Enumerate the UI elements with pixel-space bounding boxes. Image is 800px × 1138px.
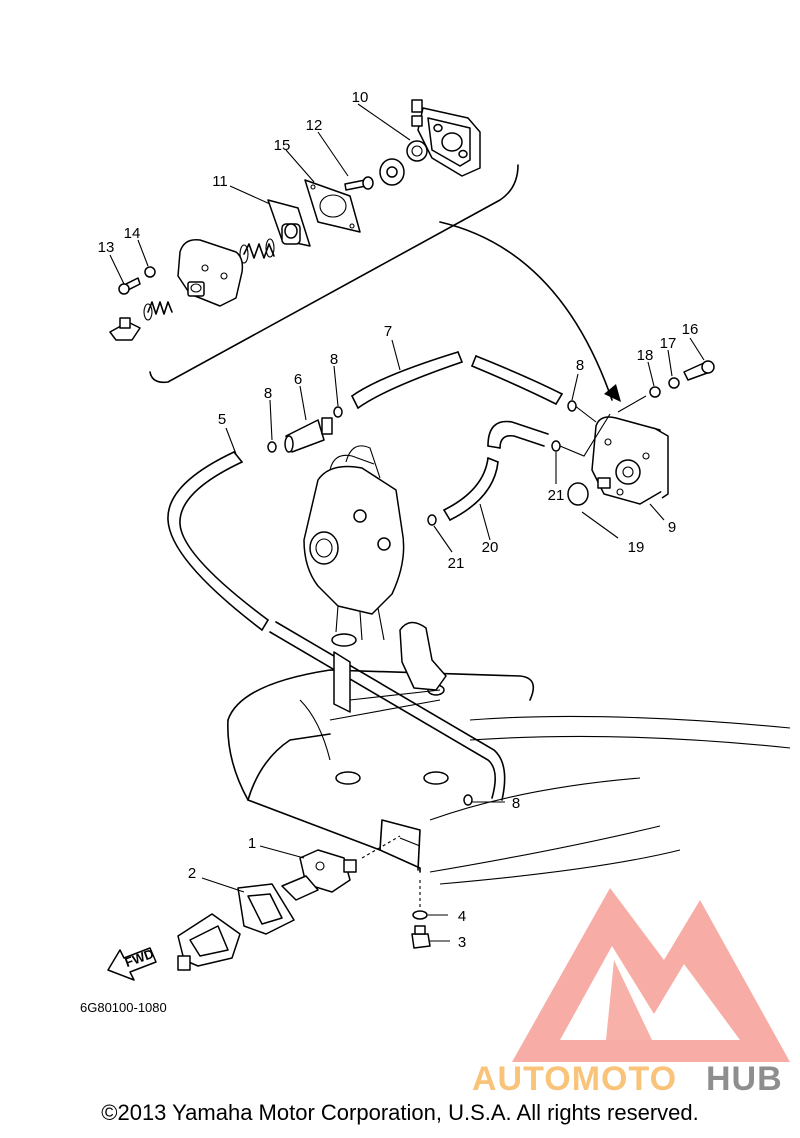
watermark-word-automoto: AUTOMOTO [472, 1060, 677, 1098]
label-19: 19 [628, 539, 645, 556]
label-17: 17 [660, 335, 677, 352]
label-21b: 21 [548, 487, 565, 504]
gasket-2 [237, 883, 295, 935]
automotohub-watermark-logo: AUTOMOTO HUB [472, 888, 790, 1098]
arrow-head-icon [604, 384, 621, 402]
bolt-13 [118, 277, 141, 295]
exploded-view-border [149, 164, 519, 384]
label-8c: 8 [576, 357, 584, 374]
watermark-triangle [512, 888, 790, 1062]
spring-upper [239, 238, 275, 264]
fuel-filter-6 [284, 417, 333, 453]
carburetor [303, 445, 405, 641]
label-5: 5 [218, 411, 226, 428]
valve-disk [379, 158, 405, 186]
gasket-15 [304, 179, 361, 233]
o-ring-10 [406, 140, 428, 162]
label-9: 9 [668, 519, 676, 536]
label-8a: 8 [264, 385, 272, 402]
label-20: 20 [482, 539, 499, 556]
label-3: 3 [458, 934, 466, 951]
label-11: 11 [212, 173, 228, 190]
fwd-arrow-icon: FWD [107, 946, 157, 981]
fuel-tank [227, 621, 791, 885]
label-18: 18 [637, 347, 654, 364]
label-15: 15 [274, 137, 291, 154]
label-10: 10 [352, 89, 369, 106]
label-4: 4 [458, 908, 466, 925]
drawing-code: 6G80100-1080 [80, 1000, 167, 1015]
spring-lower [143, 301, 173, 321]
fuel-pump-assembly: 16 17 18 9 19 [559, 321, 715, 556]
copyright-notice: ©2013 Yamaha Motor Corporation, U.S.A. A… [101, 1100, 699, 1125]
fuel-pump-exploded-view: 10 12 15 11 14 13 [98, 89, 621, 402]
pump-cover-10 [411, 99, 481, 177]
label-7: 7 [384, 323, 392, 340]
label-8b: 8 [330, 351, 338, 368]
diaphragm-11 [267, 199, 311, 247]
fuel-hoses: 5 8 6 8 7 8 21 21 20 8 [167, 323, 584, 812]
label-6: 6 [294, 371, 302, 388]
fuel-cock-knob [177, 913, 241, 971]
washer-14 [144, 266, 156, 278]
label-1: 1 [248, 835, 256, 852]
fuel-cock-1 [281, 849, 357, 901]
label-21a: 21 [448, 555, 465, 572]
exploded-view-arrow [439, 221, 613, 401]
label-14: 14 [124, 225, 141, 242]
pump-body [177, 239, 244, 307]
plunger [109, 317, 141, 341]
label-16: 16 [682, 321, 699, 338]
screw-12 [344, 176, 374, 191]
watermark-word-hub: HUB [706, 1060, 783, 1098]
label-2: 2 [188, 865, 196, 882]
fuel-cock-assembly: 1 2 4 3 [177, 835, 466, 971]
label-8d: 8 [512, 795, 520, 812]
label-13: 13 [98, 239, 115, 256]
label-12: 12 [306, 117, 323, 134]
